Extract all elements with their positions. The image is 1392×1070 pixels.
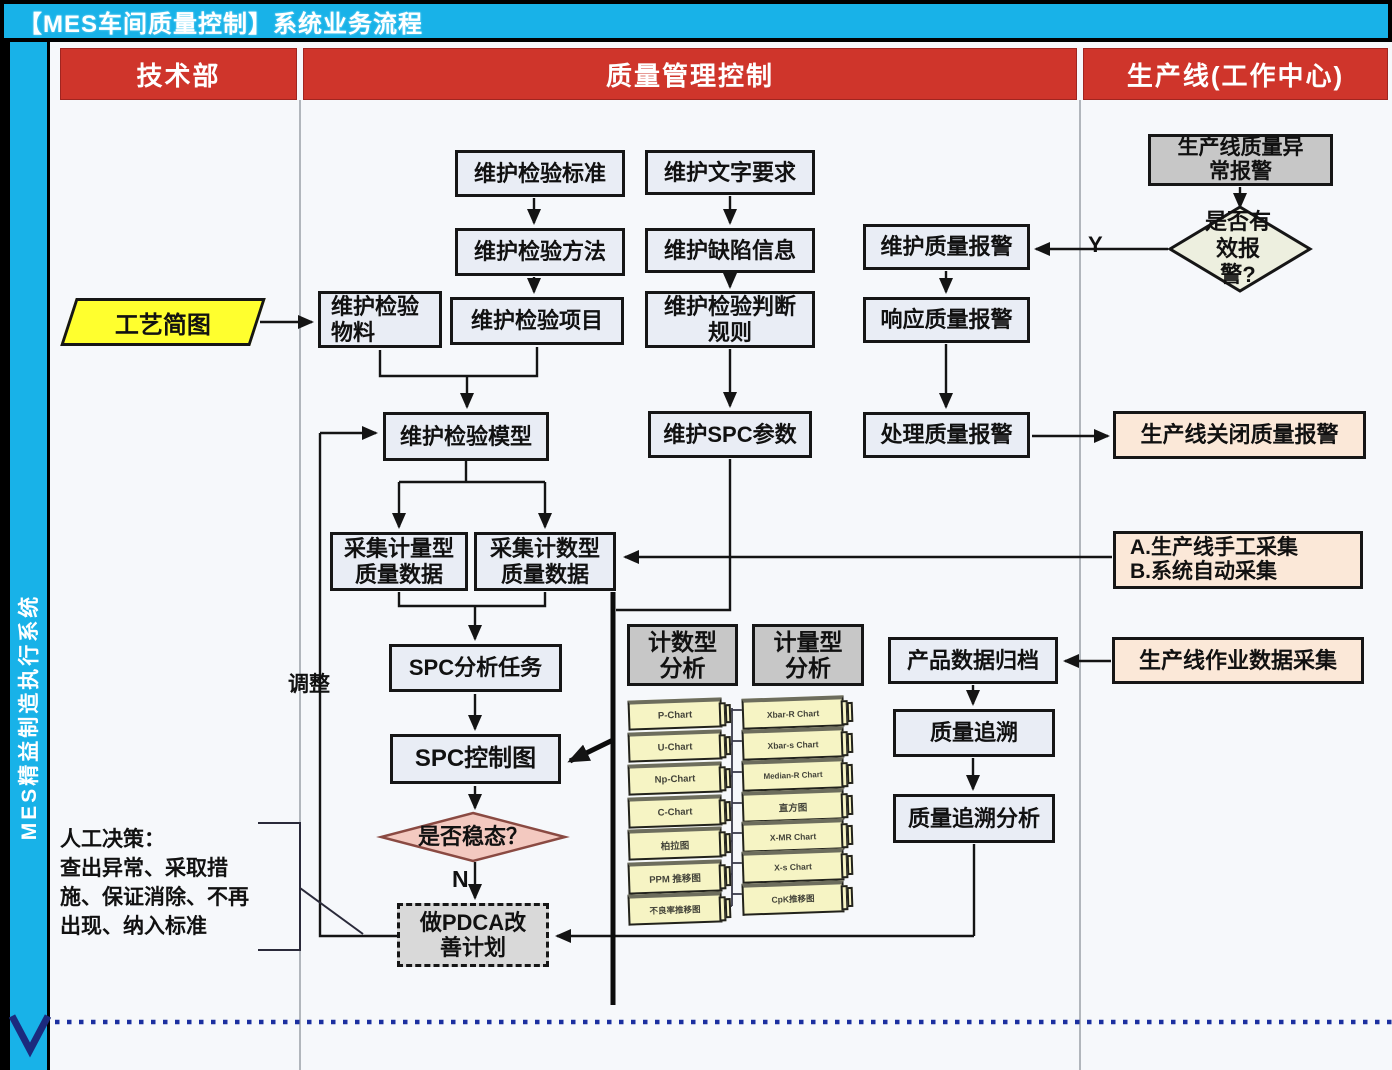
node-maintain-judge-rule: 维护检验判断规则 [645,291,815,348]
node-maintain-quality-alarm: 维护质量报警 [863,224,1030,270]
chip-p-chart: P-Chart [627,697,723,731]
node-handle-quality-alarm: 处理质量报警 [863,412,1030,458]
chip-xbar-r: Xbar-R Chart [741,695,845,730]
node-variable-analysis: 计量型分析 [752,624,864,686]
chip-cpk-trend: CpK推移图 [741,880,845,916]
node-spc-task: SPC分析任务 [389,644,562,692]
manual-decision-note: 人工决策： 查出异常、采取措 施、保证消除、不再 出现、纳入标准 [60,828,249,938]
node-quality-trace: 质量追溯 [893,709,1055,757]
node-collect-variable-data: 采集计量型质量数据 [330,532,468,591]
left-border [0,42,10,1070]
node-maintain-standard: 维护检验标准 [455,150,625,197]
lane-header-tech: 技术部 [60,48,297,100]
node-quality-trace-analysis: 质量追溯分析 [893,794,1055,843]
page-title: 【MES车间质量控制】系统业务流程 [18,10,424,38]
node-process-sketch: 工艺简图 [60,298,266,346]
adjust-label: 调整 [288,673,330,696]
chip-histogram: 直方图 [741,788,845,823]
chip-ppm-trend: PPM 推移图 [627,859,723,895]
title-bar: 【MES车间质量控制】系统业务流程 [0,0,1392,42]
branch-label-no: N [452,866,469,892]
chip-x-s: X-s Chart [741,848,845,884]
node-maintain-item: 维护检验项目 [450,297,624,345]
node-collect-attribute-data: 采集计数型质量数据 [474,532,616,591]
chip-xbar-s: Xbar-s Chart [741,726,845,761]
chip-pareto: 柏拉图 [627,826,723,861]
diamond-valid-alarm-question: 是否有效报警? [1204,209,1271,288]
mes-system-rail: MES精益制造执行系统 [8,42,52,1070]
node-maintain-text-req: 维护文字要求 [645,150,815,195]
chevron-down-icon [8,1014,52,1058]
chip-u-chart: U-Chart [627,729,723,763]
chip-c-chart: C-Chart [627,794,723,829]
lane-header-line: 生产线(工作中心) [1083,48,1388,100]
node-line-close-alarm: 生产线关闭质量报警 [1113,411,1366,459]
node-attribute-analysis: 计数型分析 [627,624,738,686]
node-maintain-spc-param: 维护SPC参数 [648,411,812,458]
node-line-abnormal-alarm: 生产线质量异常报警 [1148,134,1333,186]
lane-header-quality: 质量管理控制 [303,48,1077,100]
mes-system-label: MES精益制造执行系统 [18,593,41,841]
node-maintain-defect-info: 维护缺陷信息 [645,228,815,273]
node-pdca-plan: 做PDCA改善计划 [397,903,549,967]
node-maintain-material: 维护检验物料 [318,291,442,348]
node-product-data-archive: 产品数据归档 [888,637,1058,684]
node-maintain-model: 维护检验模型 [383,412,549,461]
diamond-stable-question: 是否稳态？ [417,823,528,849]
branch-label-yes: Y [1088,232,1103,257]
chip-median-r: Median-R Chart [741,757,845,792]
chip-defect-rate-trend: 不良率推移图 [627,891,723,926]
chip-np-chart: Np-Chart [627,761,723,796]
node-collect-modes: A.生产线手工采集 B.系统自动采集 [1113,531,1363,589]
node-respond-quality-alarm: 响应质量报警 [863,297,1030,343]
node-spc-control-chart: SPC控制图 [390,734,561,784]
node-maintain-method: 维护检验方法 [455,228,625,276]
chip-x-mr: X-MR Chart [741,818,845,853]
node-line-job-data-collect: 生产线作业数据采集 [1112,637,1364,684]
